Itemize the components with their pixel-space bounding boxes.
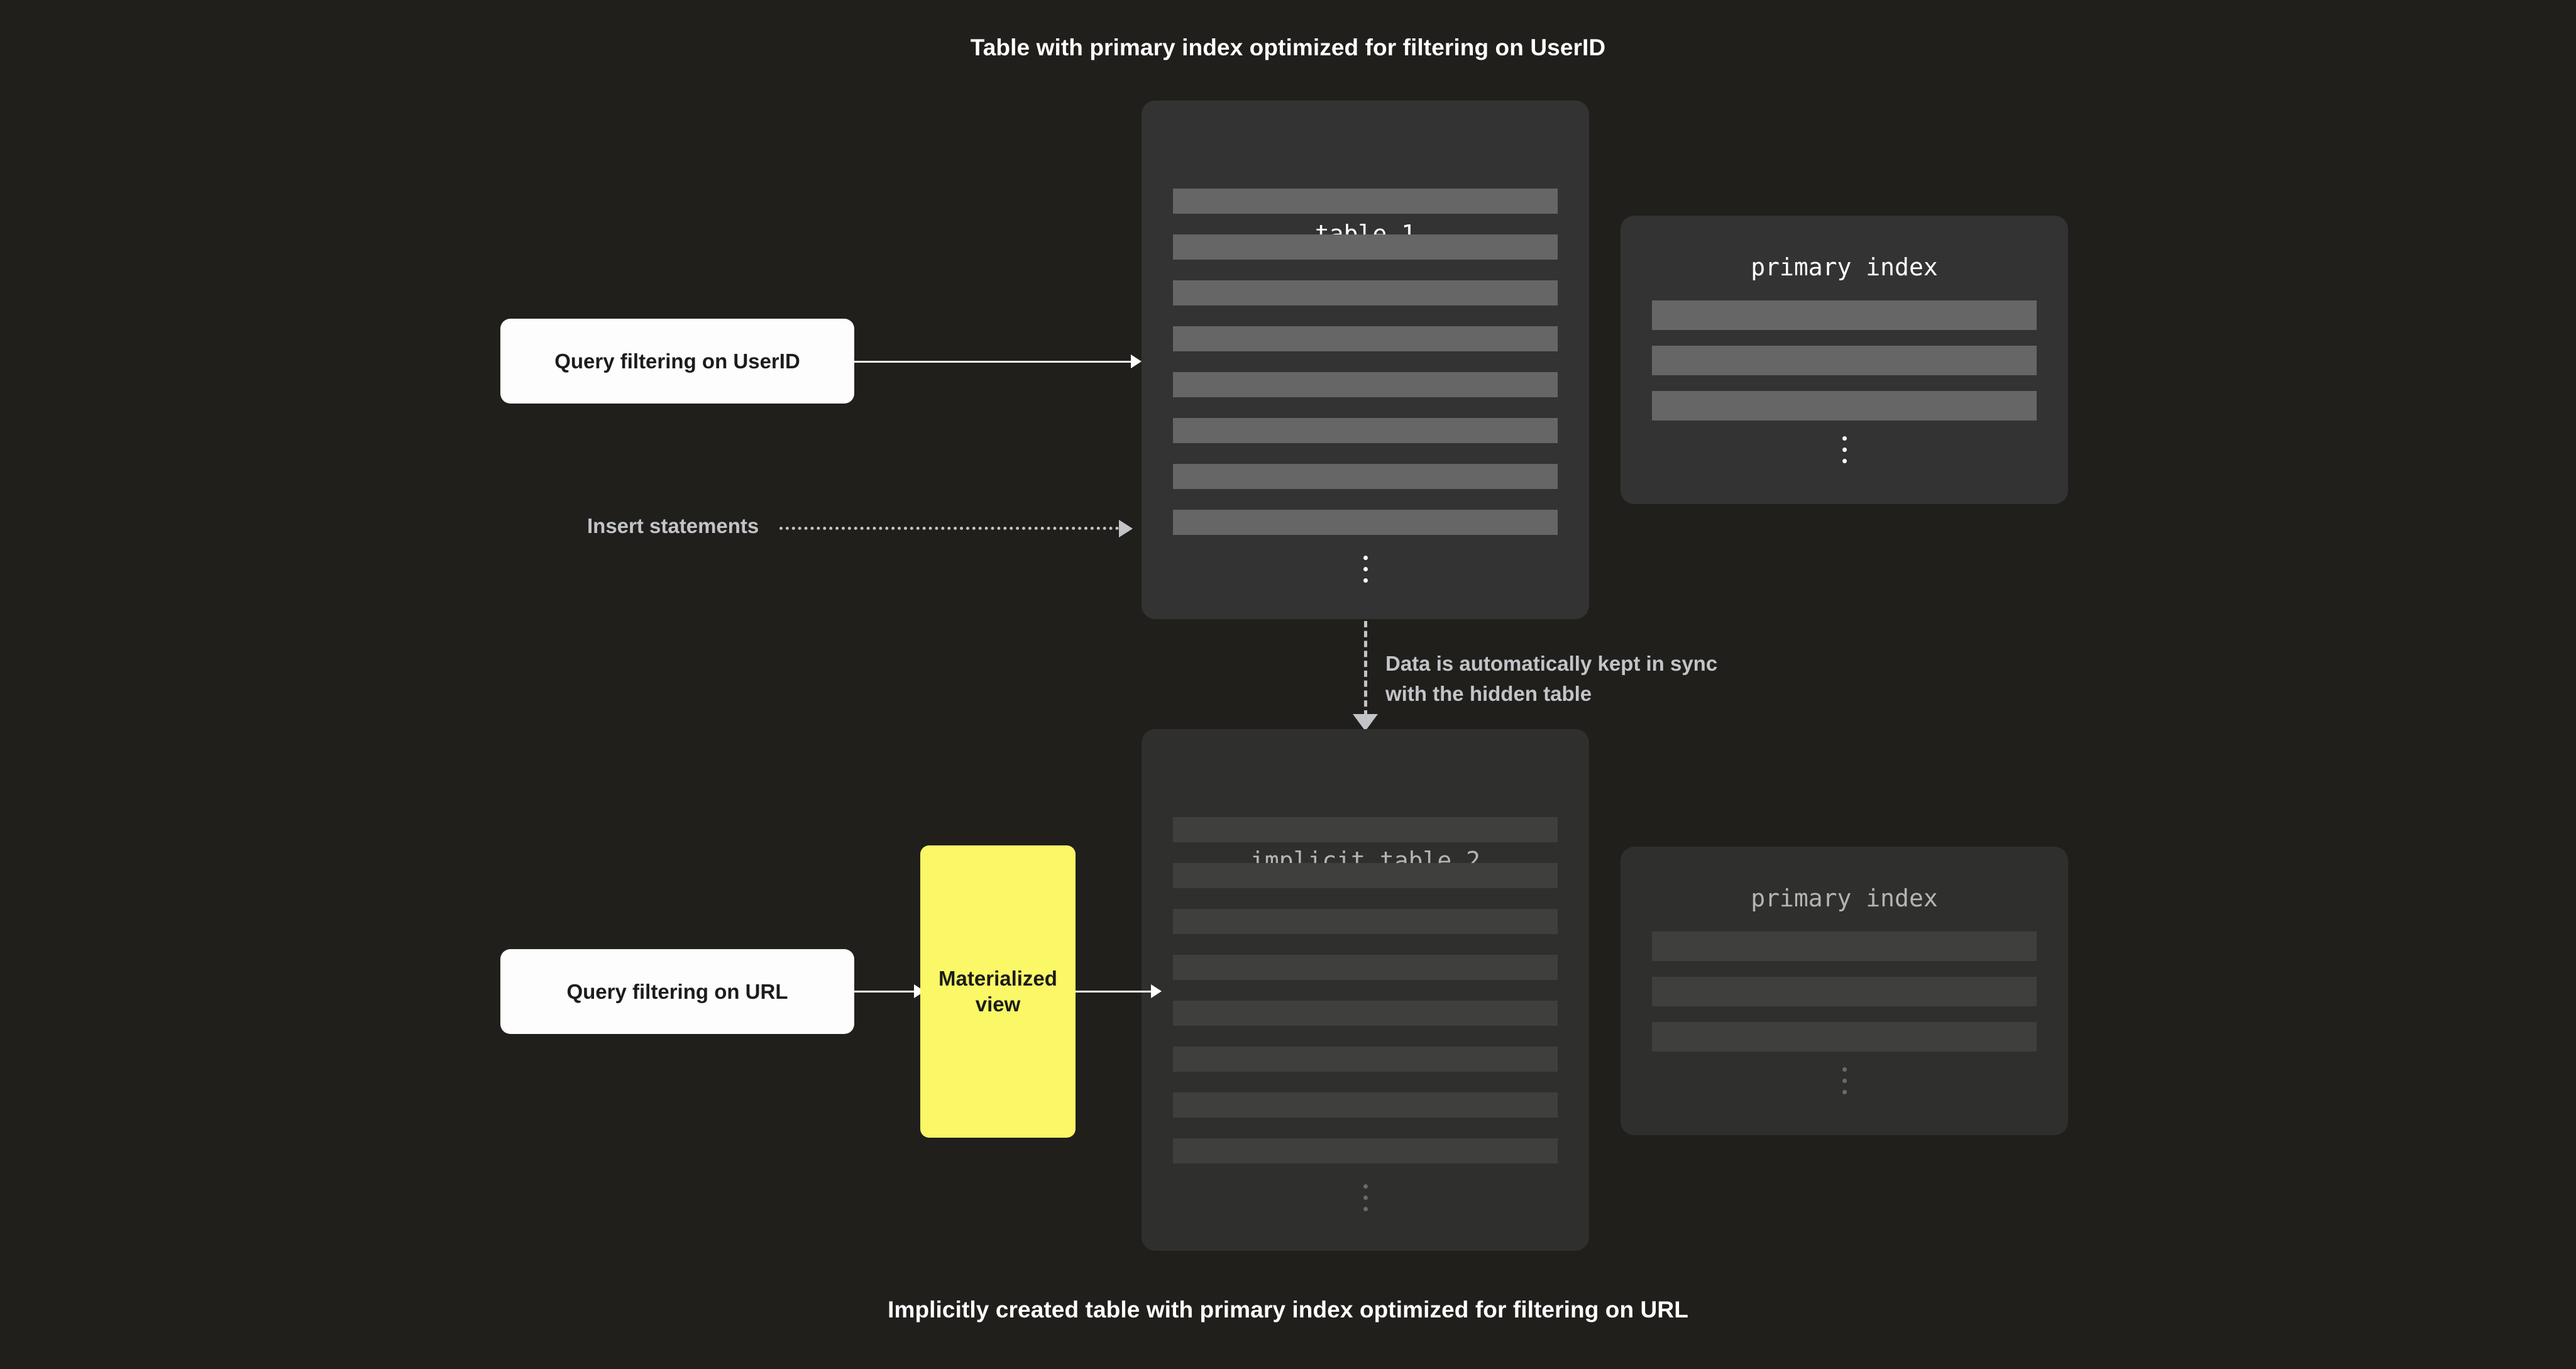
table-row: [1652, 346, 2037, 375]
table-row: [1173, 955, 1558, 980]
query-filtering-url-box[interactable]: Query filtering on URL: [500, 949, 854, 1034]
insert-statements-arrow-head: [1119, 520, 1133, 537]
primary-index-bottom-panel: primary index: [1621, 847, 2068, 1135]
arrow-query-url-to-mv-line: [854, 991, 914, 992]
bottom-caption: Implicitly created table with primary in…: [888, 1297, 1688, 1322]
table-row: [1173, 1092, 1558, 1118]
table-1-panel: table 1: [1142, 101, 1589, 619]
table-row: [1173, 280, 1558, 305]
table-row: [1173, 1047, 1558, 1072]
table-row: [1173, 372, 1558, 397]
table-row: [1173, 234, 1558, 260]
materialized-view-box[interactable]: Materialized view: [920, 845, 1076, 1138]
table-row: [1173, 418, 1558, 443]
sync-note: Data is automatically kept in sync with …: [1385, 649, 1763, 709]
primary-index-top-title: primary index: [1751, 253, 1938, 281]
arrow-query-userid-to-table1-head: [1131, 355, 1142, 368]
table-row: [1173, 863, 1558, 888]
table-row: [1652, 391, 2037, 421]
table-row: [1173, 510, 1558, 535]
sync-note-line-1: Data is automatically kept in sync: [1385, 652, 1718, 675]
top-caption: Table with primary index optimized for f…: [970, 35, 1606, 60]
vertical-ellipsis-icon: [1142, 556, 1589, 583]
insert-statements-dotted-line: [779, 527, 1119, 530]
arrow-mv-to-table2-head: [1151, 984, 1162, 998]
query-filtering-userid-box[interactable]: Query filtering on UserID: [500, 319, 854, 404]
arrow-mv-to-table2-line: [1076, 991, 1151, 992]
arrow-query-userid-to-table1-line: [854, 361, 1131, 363]
vertical-ellipsis-icon: [1142, 1184, 1589, 1211]
query-filtering-url-label: Query filtering on URL: [566, 979, 788, 1003]
query-filtering-userid-label: Query filtering on UserID: [554, 349, 800, 373]
implicit-table-2-panel: implicit table 2: [1142, 729, 1589, 1251]
table-1-rows: [1142, 189, 1589, 590]
table-row: [1652, 1022, 2037, 1052]
sync-dashed-line: [1364, 621, 1367, 717]
table-row: [1173, 817, 1558, 842]
primary-index-bottom-rows: [1621, 932, 2068, 1101]
table-row: [1173, 189, 1558, 214]
vertical-ellipsis-icon: [1621, 436, 2068, 463]
table-row: [1173, 326, 1558, 351]
table-row: [1173, 1001, 1558, 1026]
table-row: [1173, 909, 1558, 934]
table-row: [1652, 977, 2037, 1006]
primary-index-top-rows: [1621, 300, 2068, 470]
sync-arrow-head: [1353, 714, 1378, 731]
vertical-ellipsis-icon: [1621, 1067, 2068, 1094]
table-row: [1652, 300, 2037, 330]
table-row: [1652, 932, 2037, 961]
insert-statements-label: Insert statements: [587, 514, 759, 537]
table-row: [1173, 464, 1558, 489]
primary-index-bottom-title: primary index: [1751, 884, 1938, 912]
materialized-view-label: Materialized view: [938, 967, 1057, 1016]
primary-index-top-panel: primary index: [1621, 216, 2068, 504]
table-row: [1173, 1138, 1558, 1163]
implicit-table-2-rows: [1142, 817, 1589, 1218]
sync-note-line-2: with the hidden table: [1385, 681, 1592, 705]
